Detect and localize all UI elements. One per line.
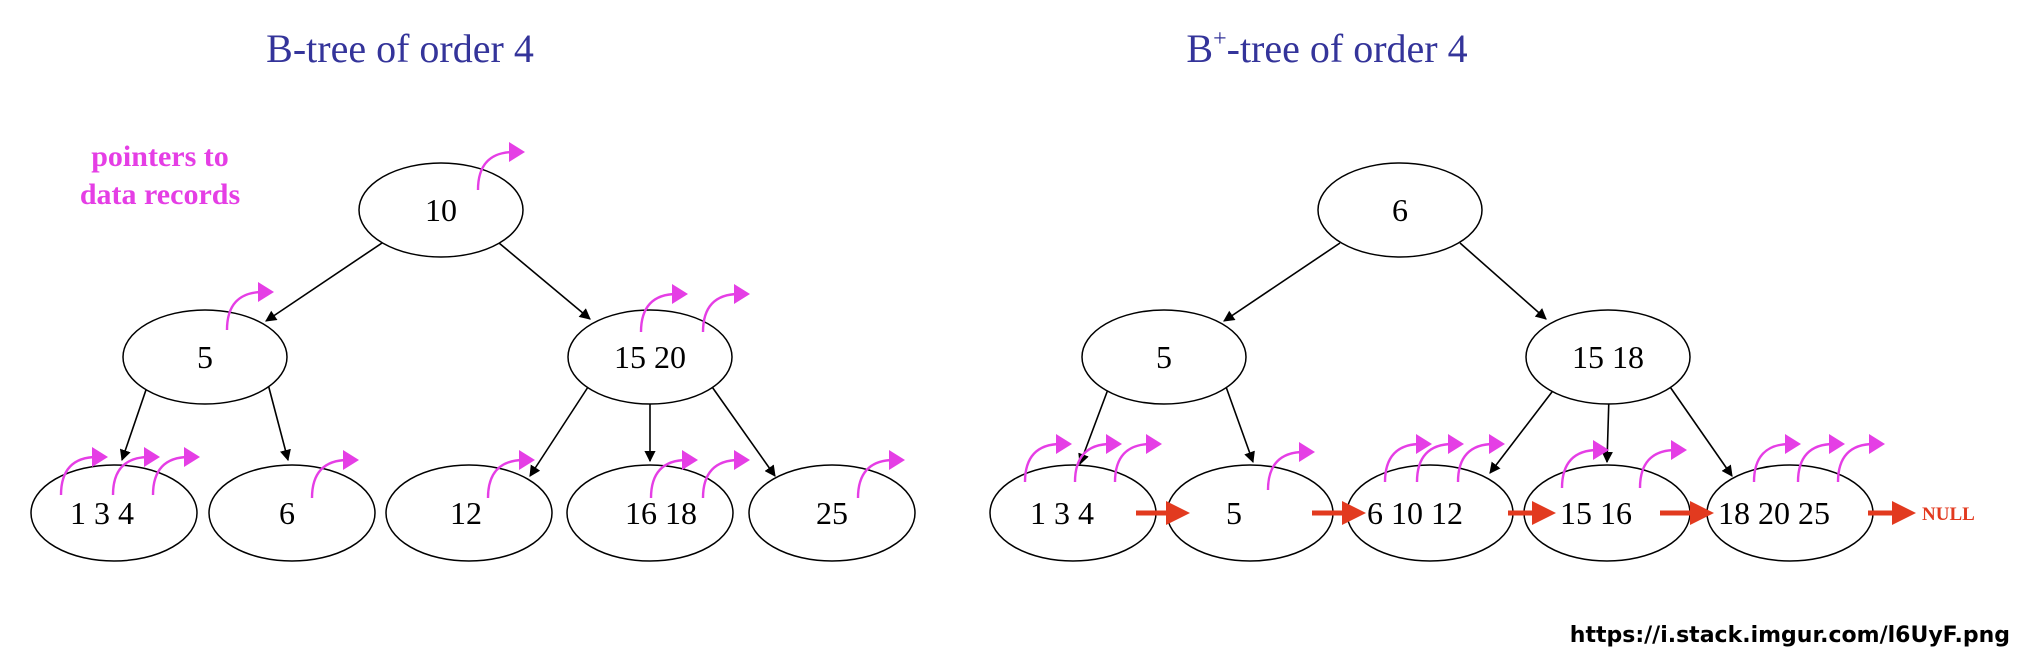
null-label: NULL [1922,504,1975,525]
bplus-leaf-5: 18 20 25 [1706,464,1874,562]
btree-level1-right-node: 15 20 [567,309,733,405]
btree-diagram: B-tree of order 4 pointers to data recor… [30,26,916,562]
bplus-edge-root-right [1459,242,1547,320]
data-pointer-arrow-icon [1456,434,1505,483]
bplus-leaf-links: NULL [1136,501,1975,525]
bplus-root-label: 6 [1392,192,1408,228]
btree-edge-root-right [498,242,591,320]
leaf-link-arrow-icon [1868,501,1916,525]
bplus-leaf-5-label: 18 20 25 [1718,495,1830,531]
data-pointer-arrow-icon [1560,440,1609,489]
btree-leaf-4: 16 18 [566,464,734,562]
pointers-legend-line2: data records [80,178,240,211]
bplus-level1-left-label: 5 [1156,339,1172,375]
btree-level1-right-label: 15 20 [614,339,686,375]
data-pointer-arrow-icon [1796,434,1845,483]
btree-edge-1520-leaf5 [709,383,776,477]
bplus-edge-1518-leaf3 [1489,387,1556,474]
data-pointer-arrow-icon [151,447,200,496]
leaf-link-arrow-icon [1136,501,1190,525]
data-pointer-arrow-icon [310,450,359,499]
btree-leaf-5-label: 25 [816,495,848,531]
bplus-edge-root-left [1223,242,1341,322]
bplus-edge-1518-leaf4 [1601,395,1613,464]
bplus-edge-5-leaf1 [1078,383,1111,466]
leaf-link-arrow-icon [1660,501,1714,525]
bplus-leaf-3-label: 6 10 12 [1367,495,1463,531]
data-pointer-arrow-icon [701,284,750,333]
btree-title: B-tree of order 4 [266,26,534,71]
bplus-leaf-2-label: 5 [1226,495,1242,531]
btree-leaf-4-label: 16 18 [625,495,697,531]
data-pointer-arrow-icon [1383,434,1432,483]
btree-data-pointers [59,142,905,499]
pointers-legend-line1: pointers to [91,140,229,173]
data-pointer-arrow-icon [649,450,698,499]
data-pointer-arrow-icon [111,447,160,496]
btree-leaf-2: 6 [208,464,376,562]
data-pointer-arrow-icon [856,450,905,499]
btree-edge-5-leaf2 [267,383,291,462]
source-url-caption: https://i.stack.imgur.com/l6UyF.png [1570,623,2010,648]
data-pointer-arrow-icon [1266,442,1315,491]
data-pointer-arrow-icon [1113,434,1162,483]
data-pointer-arrow-icon [1415,434,1464,483]
btree-leaf-1-label: 1 3 4 [70,495,134,531]
btree-leaf-5: 25 [748,464,916,562]
bplus-data-pointers [1023,434,1885,491]
bplus-leaf-4: 15 16 [1523,464,1691,562]
btree-edge-root-left [265,242,383,322]
data-pointer-arrow-icon [1638,440,1687,489]
btree-leaf-3: 12 [385,464,553,562]
bplus-leaf-1-label: 1 3 4 [1030,495,1094,531]
bplus-level1-left-node: 5 [1081,309,1247,405]
data-pointer-arrow-icon [639,284,688,333]
data-pointer-arrow-icon [59,447,108,496]
leaf-link-arrow-icon [1312,501,1366,525]
bplus-level1-right-node: 15 18 [1525,309,1691,405]
btree-edge-5-leaf1 [119,383,149,462]
btree-level1-left-node: 5 [122,309,288,405]
btree-leaf-3-label: 12 [450,495,482,531]
bplustree-title: B+-tree of order 4 [1186,26,1467,71]
bplus-edge-5-leaf2 [1224,383,1255,464]
btree-leaf-2-label: 6 [279,495,295,531]
bplus-leaf-3: 6 10 12 [1346,464,1514,562]
data-pointer-arrow-icon [486,450,535,499]
bplus-root-node: 6 [1317,162,1483,258]
data-pointer-arrow-icon [701,450,750,499]
data-pointer-arrow-icon [476,142,525,191]
btree-level1-left-label: 5 [197,339,213,375]
btree-root-label: 10 [425,192,457,228]
bplustree-diagram: B+-tree of order 4 6 5 15 18 1 3 4 5 [989,26,1975,562]
bplus-level1-right-label: 15 18 [1572,339,1644,375]
btree-edge-1520-leaf3 [529,383,591,477]
btree-leaf-1: 1 3 4 [30,464,198,562]
data-pointer-arrow-icon [225,282,274,331]
data-pointer-arrow-icon [1073,434,1122,483]
leaf-link-arrow-icon [1508,501,1556,525]
data-pointer-arrow-icon [1836,434,1885,483]
bplus-leaf-2: 5 [1166,464,1334,562]
bplus-edge-1518-leaf5 [1667,383,1733,477]
data-pointer-arrow-icon [1752,434,1801,483]
bplus-leaf-4-label: 15 16 [1560,495,1632,531]
btree-root-node: 10 [358,162,524,258]
data-pointer-arrow-icon [1023,434,1072,483]
bplus-leaf-1: 1 3 4 [989,464,1157,562]
